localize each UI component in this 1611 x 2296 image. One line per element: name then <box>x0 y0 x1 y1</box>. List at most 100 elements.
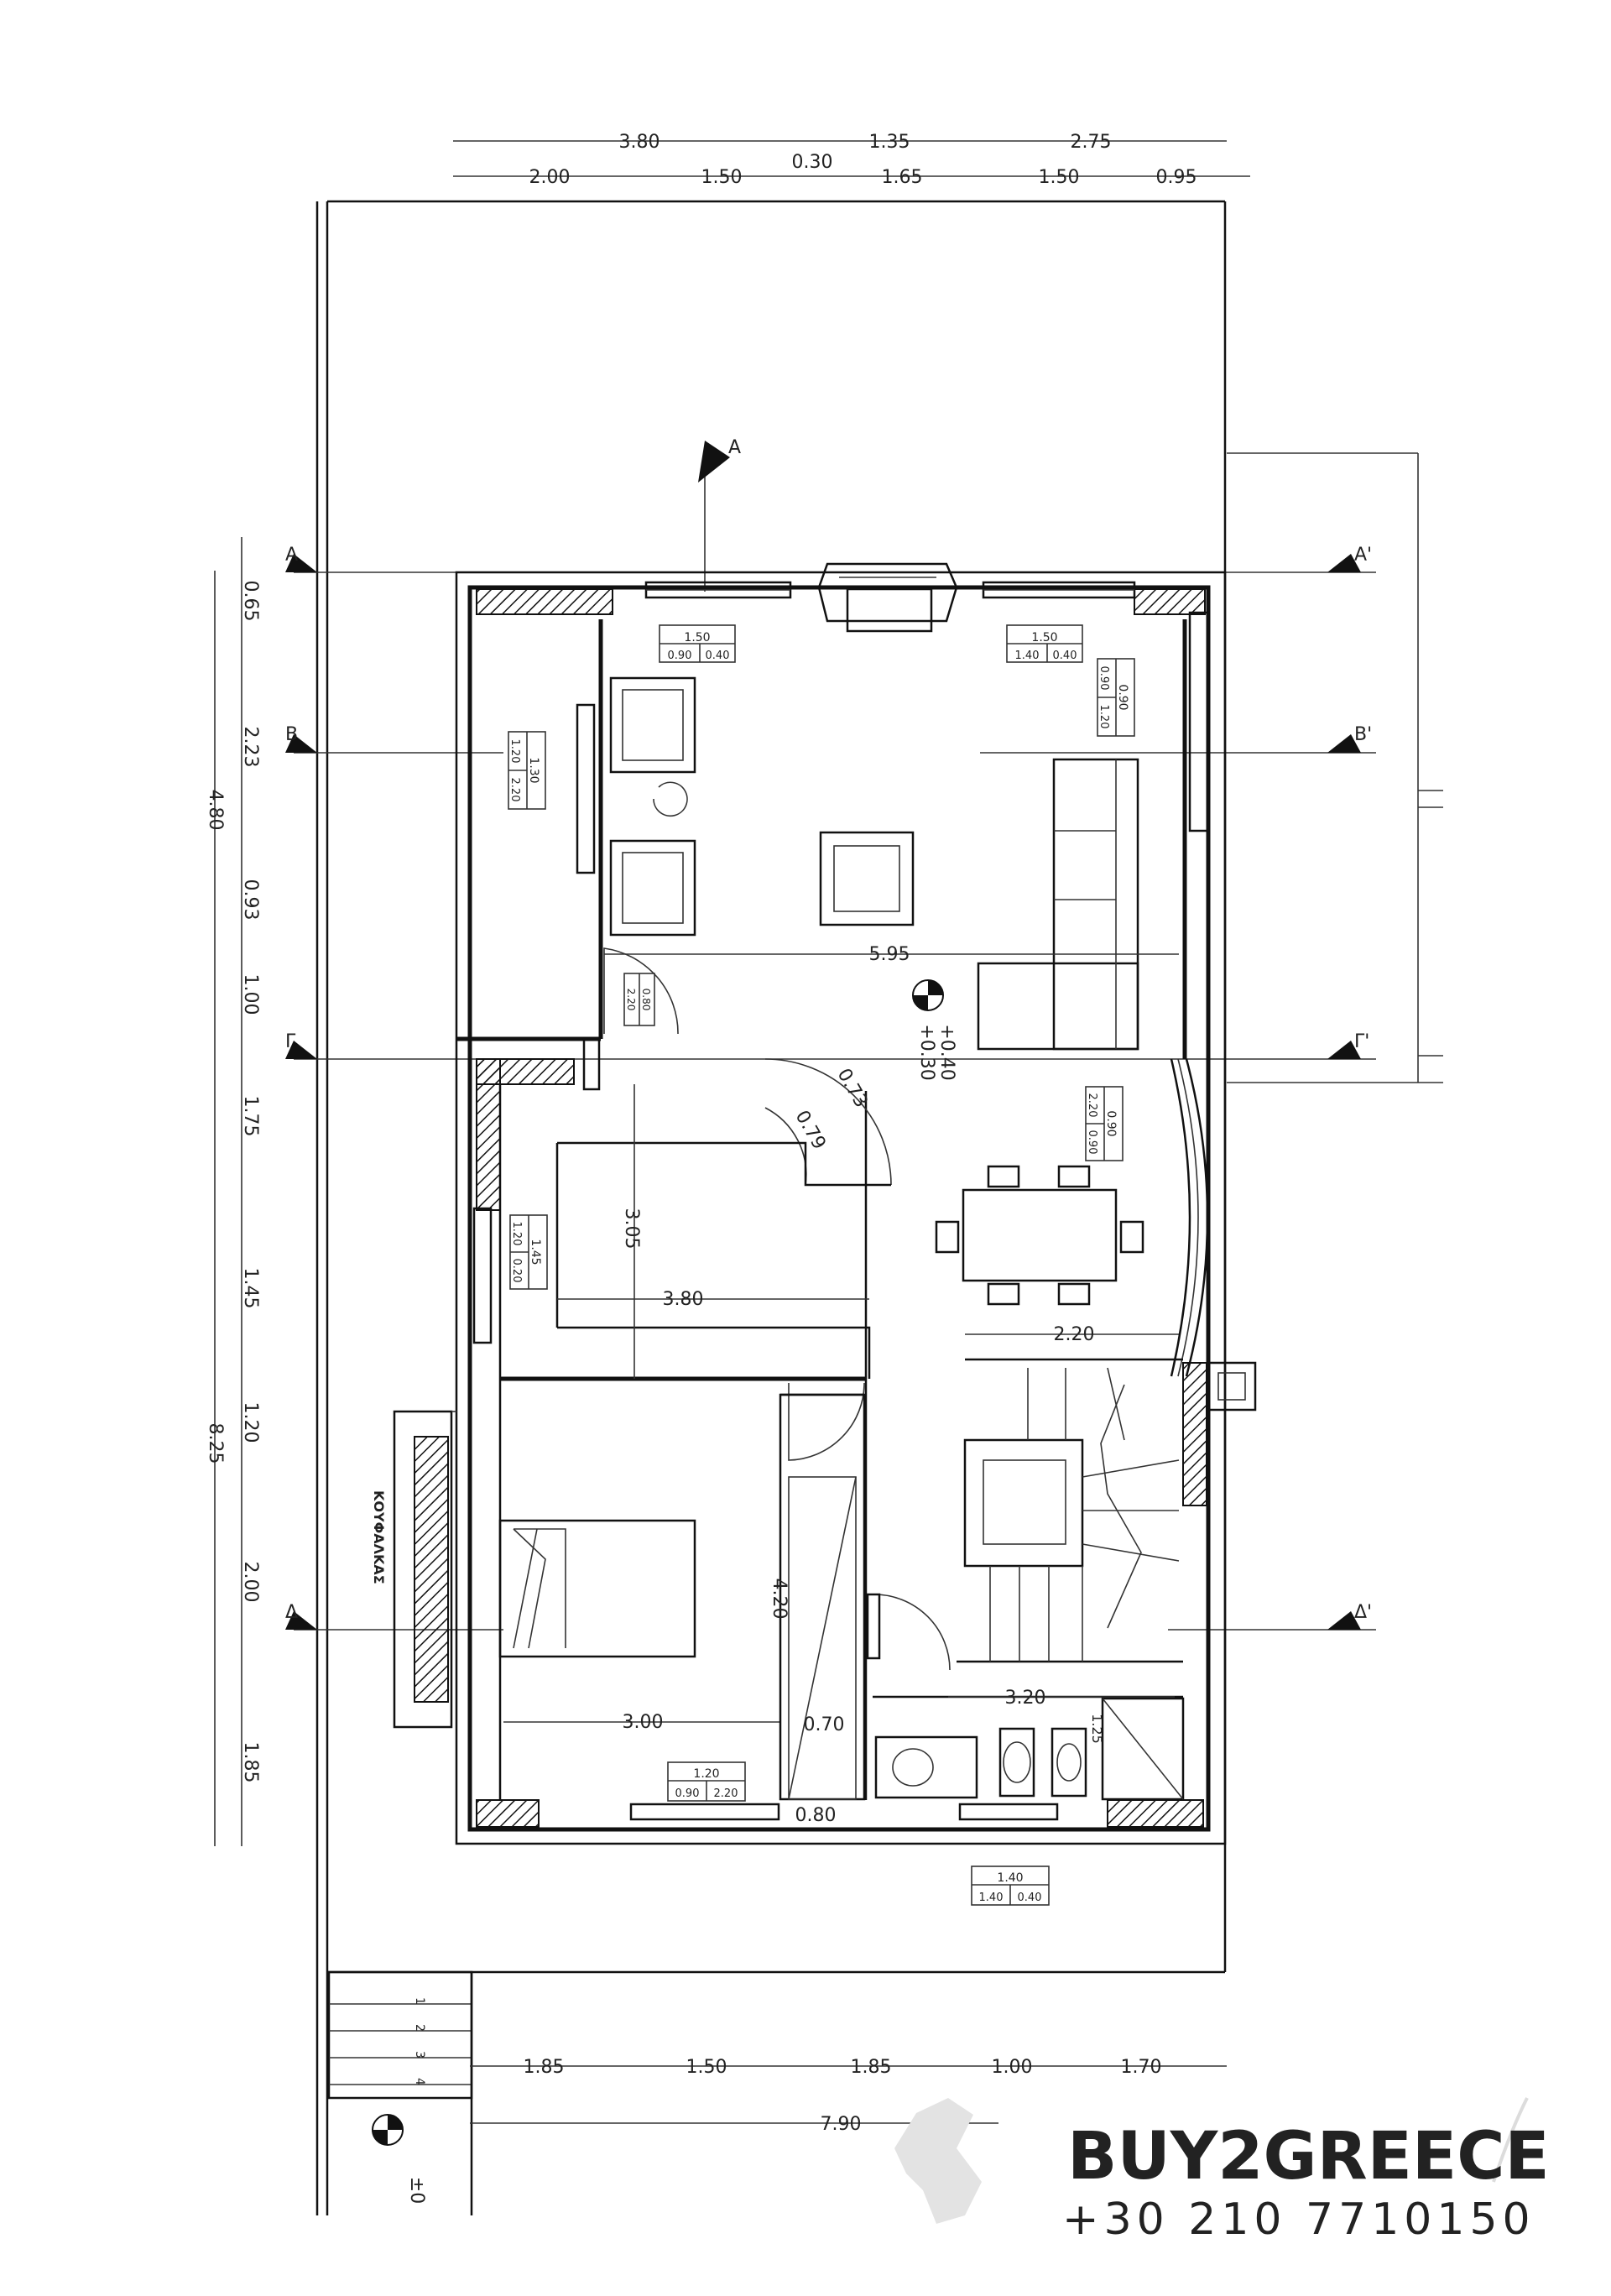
dim-left-outer-1: 4.80 <box>205 790 226 831</box>
level-main: +0.40 <box>936 1024 957 1080</box>
section-mark-right-4: Δ' <box>1354 1602 1372 1623</box>
dim-hall-width: 3.20 <box>1005 1688 1046 1709</box>
dim-dining-width: 2.20 <box>1054 1324 1095 1345</box>
dim-left-1: 0.65 <box>240 581 261 622</box>
dining-table <box>935 1165 1144 1306</box>
step-3: 3 <box>413 2051 426 2059</box>
windows <box>472 581 1210 1821</box>
dim-left-8: 2.00 <box>240 1562 261 1603</box>
window-tag-right-upper: 0.90 0.90 1.20 <box>1097 658 1135 737</box>
svg-text:1.40: 1.40 <box>979 1892 1004 1904</box>
section-mark-left-1: Α <box>285 545 298 566</box>
svg-text:0.40: 0.40 <box>706 650 730 662</box>
svg-text:0.20: 0.20 <box>510 1259 523 1283</box>
svg-text:0.80: 0.80 <box>640 989 652 1011</box>
svg-text:1.20: 1.20 <box>510 1222 523 1246</box>
dim-top-7: 1.65 <box>882 167 923 188</box>
dim-kitchen-height: 3.05 <box>621 1208 642 1250</box>
level-marker-main <box>912 979 944 1011</box>
svg-text:0.90: 0.90 <box>1116 684 1129 710</box>
dim-left-3: 0.93 <box>240 879 261 921</box>
corner-sofa <box>977 758 1139 1051</box>
dim-door-width: 0.80 <box>795 1805 837 1826</box>
dim-left-2: 2.23 <box>240 727 261 768</box>
dim-left-9: 1.85 <box>240 1742 261 1783</box>
level-main-sub: +0.30 <box>916 1024 937 1080</box>
window-tag-top-left: 1.50 0.90 0.40 <box>659 624 736 663</box>
left-dimensions: 4.80 8.25 0.65 2.23 0.93 1.00 1.75 1.45 … <box>205 537 261 1846</box>
svg-text:1.45: 1.45 <box>529 1239 542 1265</box>
svg-text:1.20: 1.20 <box>693 1767 719 1781</box>
staircase <box>957 1358 1257 1663</box>
top-dimensions: 3.80 1.35 2.75 2.00 1.50 0.30 1.65 1.50 … <box>453 132 1250 188</box>
window-tag-left-living: 1.30 1.20 2.20 <box>508 731 546 810</box>
bathroom <box>873 1695 1185 1801</box>
step-1: 1 <box>413 1997 426 2005</box>
balcony-label: ΚΟΥΦΑΛΚΑΣ <box>371 1490 387 1584</box>
dim-bottom-5: 1.70 <box>1121 2057 1162 2078</box>
dim-bottom-4: 1.00 <box>992 2057 1033 2078</box>
rotation-arrow-icon <box>653 781 688 817</box>
armchair-top <box>609 676 696 774</box>
section-mark-left-4: Δ <box>285 1602 298 1623</box>
dim-left-7: 1.20 <box>240 1402 261 1443</box>
dim-arc-2: 0.79 <box>791 1107 830 1153</box>
dim-wardrobe-width: 0.70 <box>804 1714 845 1735</box>
building-walls <box>455 571 1227 1845</box>
wardrobe <box>779 1393 866 1801</box>
dim-kitchen-width: 3.80 <box>663 1289 704 1310</box>
svg-text:1.20: 1.20 <box>508 739 521 764</box>
window-tag-right-dining: 0.90 2.20 0.90 <box>1085 1086 1124 1161</box>
entry-steps <box>327 1970 473 2215</box>
greece-map-icon <box>894 2098 982 2224</box>
section-mark-right-3: Γ' <box>1354 1031 1369 1052</box>
watermark-brand: BUY2GREECE <box>1067 2119 1550 2194</box>
svg-text:0.90: 0.90 <box>1086 1130 1098 1155</box>
dim-top-6: 0.30 <box>792 152 833 173</box>
side-chimney <box>393 1410 456 1729</box>
window-tag-bedroom-bottom: 1.20 0.90 2.20 <box>667 1761 746 1802</box>
double-bed <box>498 1519 696 1658</box>
step-4: 4 <box>413 2078 426 2085</box>
dim-top-4: 2.00 <box>529 167 571 188</box>
dim-top-3: 2.75 <box>1071 132 1112 153</box>
watermark: BUY2GREECE +30 210 7710150 <box>894 2097 1550 2245</box>
dim-top-5: 1.50 <box>701 167 743 188</box>
section-mark-left-2: Β <box>285 724 298 745</box>
svg-text:1.50: 1.50 <box>684 631 710 644</box>
dim-bottom-1: 1.85 <box>524 2057 565 2078</box>
section-mark-right-1: Α' <box>1354 545 1372 566</box>
svg-text:1.40: 1.40 <box>1015 650 1040 662</box>
dim-living-width: 5.95 <box>869 944 910 965</box>
dim-left-4: 1.00 <box>240 974 261 1015</box>
dim-left-5: 1.75 <box>240 1096 261 1137</box>
kitchen-counter <box>555 1084 891 1379</box>
armchair-bottom <box>609 839 696 937</box>
svg-text:0.40: 0.40 <box>1018 1892 1042 1904</box>
window-tag-bottom-outside: 1.40 1.40 0.40 <box>971 1866 1050 1906</box>
svg-text:1.20: 1.20 <box>1097 705 1110 729</box>
svg-text:2.20: 2.20 <box>508 778 521 802</box>
window-tag-kitchen-left: 1.45 1.20 0.20 <box>509 1214 548 1290</box>
svg-text:2.20: 2.20 <box>714 1787 738 1800</box>
dim-top-2: 1.35 <box>869 132 910 153</box>
svg-text:2.20: 2.20 <box>625 989 637 1011</box>
coffee-table <box>819 831 915 926</box>
window-tag-top-right: 1.50 1.40 0.40 <box>1006 624 1083 663</box>
svg-text:0.90: 0.90 <box>675 1787 700 1800</box>
dim-top-9: 0.95 <box>1156 167 1197 188</box>
svg-text:0.90: 0.90 <box>668 650 692 662</box>
section-lines <box>285 441 1376 1631</box>
level-entry: ±0 <box>406 2177 427 2204</box>
svg-text:1.30: 1.30 <box>527 757 540 783</box>
dim-bath-height: 1.25 <box>1089 1714 1105 1744</box>
svg-text:1.50: 1.50 <box>1031 631 1057 644</box>
fireplace <box>817 562 958 633</box>
dim-bottom-2: 1.50 <box>686 2057 727 2078</box>
dim-top-8: 1.50 <box>1039 167 1080 188</box>
level-marker-entry <box>372 2114 404 2146</box>
svg-text:1.40: 1.40 <box>997 1871 1023 1885</box>
step-2: 2 <box>413 2024 426 2032</box>
watermark-phone: +30 210 7710150 <box>1062 2194 1535 2245</box>
